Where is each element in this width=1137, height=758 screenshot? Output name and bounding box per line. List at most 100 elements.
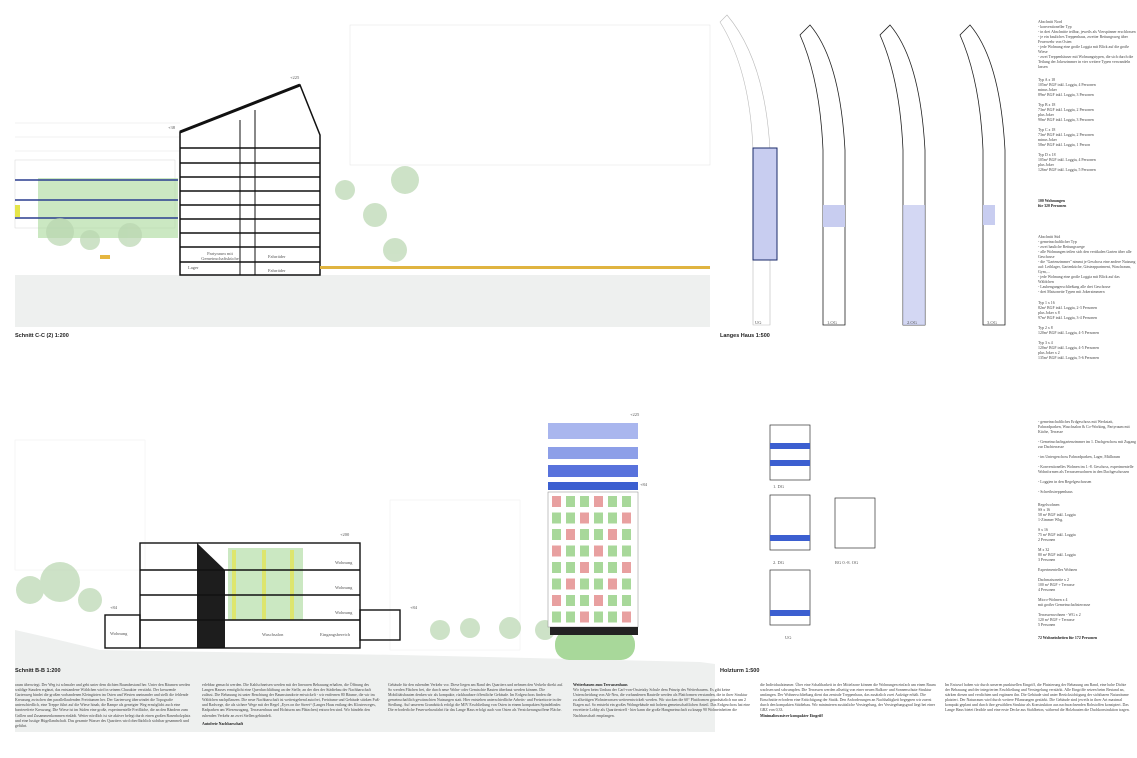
tower-window — [594, 562, 603, 573]
tower-window — [594, 529, 603, 540]
section-cc-drawing — [14, 24, 711, 327]
floor-label: RG 0.-8. OG — [835, 560, 859, 565]
tower-window — [566, 529, 575, 540]
floor-label: 1.OG — [827, 320, 837, 325]
tower-window — [622, 545, 631, 557]
tower-window — [608, 545, 617, 557]
tower-window — [566, 512, 575, 524]
tower-window — [552, 529, 561, 540]
langes-haus-caption: Langes Haus 1:500 — [720, 333, 770, 339]
tower-window — [566, 545, 575, 557]
side-notes-top: Abschnitt Nord - konventioneller Typ - i… — [1038, 20, 1136, 361]
tower-window — [594, 496, 603, 507]
section-cc: Lager Fahrräder Fahrräder Partyraum mit … — [0, 0, 715, 345]
tower-window — [552, 545, 561, 557]
tower-window — [552, 512, 561, 524]
tower-window — [608, 611, 617, 623]
tower-window — [580, 611, 589, 623]
tower-window — [580, 545, 589, 557]
tower-window — [580, 529, 589, 540]
level-marker: +200 — [340, 532, 350, 537]
background-building — [15, 24, 711, 166]
room-label: Fahrräder — [268, 268, 286, 273]
text-column: Gebäude für den ruhenden Verkehr vor. Di… — [388, 683, 564, 713]
plan-upper-floors — [799, 24, 1006, 326]
holzturm-plans: 1. DG 2. DG RG 0.-8. OG UG Holzturm 1:50… — [715, 400, 1035, 680]
room-label: Wohnung — [335, 560, 353, 565]
plan-ug — [719, 14, 771, 326]
holzturm-caption: Holzturm 1:500 — [720, 668, 760, 674]
tower-window — [566, 595, 575, 606]
tower-window — [622, 578, 631, 590]
tower-window — [622, 496, 631, 507]
floor-label: 3.OG — [987, 320, 997, 325]
tower-window — [580, 512, 589, 524]
tower-window — [552, 578, 561, 590]
tower-window — [552, 562, 561, 573]
section-cc-caption: Schnitt C-C (2) 1:200 — [15, 333, 69, 339]
tower-window — [608, 529, 617, 540]
level-marker: +38 — [168, 125, 176, 130]
room-label: Partyraum mit Gemeinschaftsküche — [201, 251, 239, 261]
langes-haus-plans: UG 1.OG 2.OG 3.OG Langes Haus 1:500 — [715, 0, 1035, 345]
room-label: Wohnung — [335, 610, 353, 615]
tower-window — [552, 496, 561, 507]
tower-window — [622, 595, 631, 606]
tower-window — [552, 595, 561, 606]
text-column: raum überwiegt. Der Weg ist schmaler und… — [15, 683, 191, 728]
building-section — [104, 542, 401, 649]
tower-window — [594, 595, 603, 606]
tower-window — [594, 578, 603, 590]
room-label: Wohnung — [335, 585, 353, 590]
tower-window — [622, 529, 631, 540]
column-heading: Weiterbauen zum Terrassenhaus — [573, 683, 628, 687]
room-label: Waschsalon — [262, 632, 284, 637]
tower-window — [580, 578, 589, 590]
floor-label: 2. DG — [773, 560, 784, 565]
side-notes-bottom: - gemeinschaftliches Erdgeschoss mit Wer… — [1038, 420, 1136, 641]
floor-label: 1. DG — [773, 484, 784, 489]
tower-window — [608, 595, 617, 606]
ground — [15, 275, 710, 327]
sued-notes: Abschnitt Süd - gemeinschaftlicher Typ -… — [1038, 235, 1136, 294]
ground — [15, 630, 715, 732]
tower-window — [608, 512, 617, 524]
level-marker: +225 — [630, 412, 640, 417]
column-heading: Autofreie Nachbarschaft — [202, 721, 244, 726]
types-nord: Typ A x 18 105m² BGF inkl. Loggia, 4 Per… — [1038, 78, 1096, 172]
building-section — [179, 84, 321, 276]
tower-window — [566, 578, 575, 590]
tower-plans-drawing — [769, 424, 876, 626]
tower-window — [566, 562, 575, 573]
floor-plans-drawing — [719, 14, 1006, 326]
text-column: erlebbar gemacht werden. Die Kahlschneis… — [202, 683, 380, 726]
tower-window — [566, 611, 575, 623]
types-sued: Typ 1 x 16 82m² BGF inkl. Loggia, 2-3 Pe… — [1038, 301, 1099, 360]
text-column: Im Entwurf haben wir durch unseren punkt… — [945, 683, 1130, 713]
tower-window — [594, 611, 603, 623]
tower-window — [608, 562, 617, 573]
garden-trees — [46, 166, 419, 262]
section-bb: Wohnung Wohnung Wohnung Wohnung Waschsal… — [0, 400, 715, 732]
room-label: Lager — [188, 265, 199, 270]
level-marker: +84 — [640, 482, 648, 487]
tower-window — [622, 512, 631, 524]
text-column: die Individualzimmer. Über eine Schaltba… — [760, 683, 938, 719]
section-bb-caption: Schnitt B-B 1:200 — [15, 668, 61, 674]
unit-types: Regelwohnen SS x 16 58 m² BGF inkl. Logg… — [1038, 503, 1091, 627]
tower-window — [594, 512, 603, 524]
level-marker: +84 — [410, 605, 418, 610]
room-label: Wohnung — [110, 631, 128, 636]
tower-window — [622, 611, 631, 623]
floor-label: UG — [755, 320, 762, 325]
total-units: 100 Wohnungen für 320 Personen — [1038, 199, 1067, 208]
column-heading: Minimalinvasiver kompakter Eingriff — [760, 713, 823, 718]
tower-window — [608, 496, 617, 507]
tower-window — [566, 496, 575, 507]
floor-label: UG — [785, 635, 792, 640]
nord-notes: Abschnitt Nord - konventioneller Typ - i… — [1038, 20, 1136, 69]
tower-window — [622, 562, 631, 573]
floor-label: 2.OG — [907, 320, 917, 325]
tower-window — [580, 562, 589, 573]
